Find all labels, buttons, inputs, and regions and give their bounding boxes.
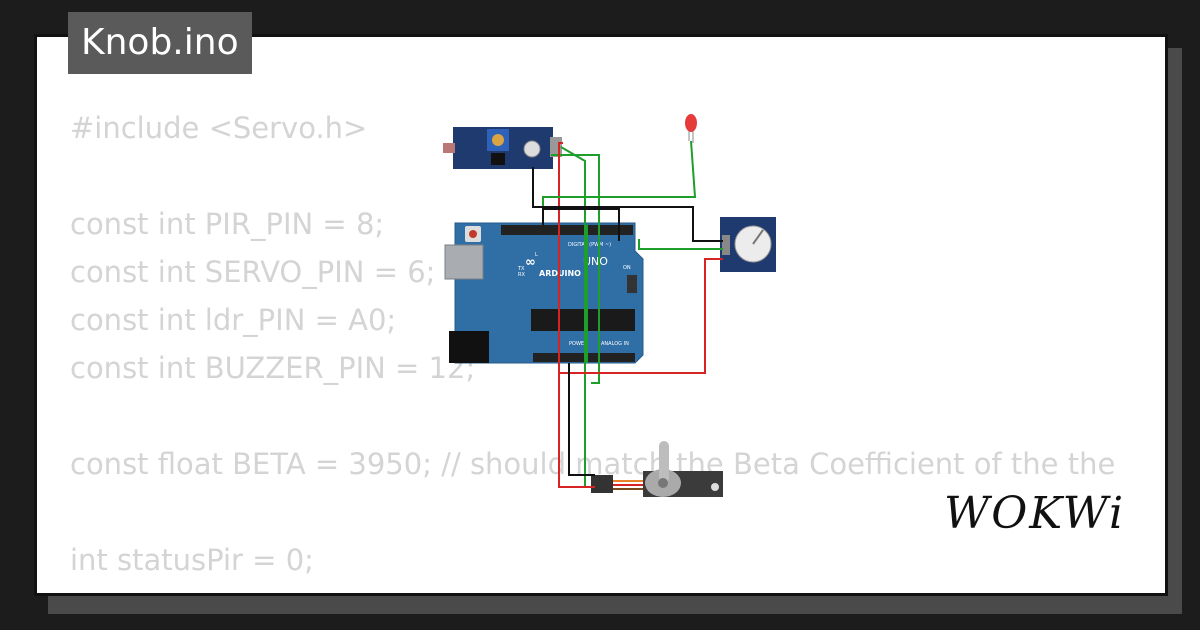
code-preview: #include <Servo.h> const int PIR_PIN = 8;… [70,104,1116,593]
usb-port [444,244,484,280]
board-model-label: UNO [583,255,608,268]
code-line-5: const int ldr_PIN = A0; [70,303,397,337]
servo-motor [591,441,723,497]
red-led [685,114,697,143]
arduino-uno-board: ∞ ARDUINO UNO DIGITAL (PWM ~) POWER ANAL… [444,222,644,364]
atmega-chip [531,309,635,331]
reset-button [469,230,477,238]
potentiometer-module [720,217,776,272]
on-label: ON [623,265,631,271]
power-jack [449,331,489,363]
circuit-diagram: ∞ ARDUINO UNO DIGITAL (PWM ~) POWER ANAL… [443,114,776,497]
wires [532,140,723,488]
code-line-8: const float BETA = 3950; // should match… [70,447,1116,481]
board-brand-label: ARDUINO [539,269,581,278]
rx-label: RX [518,272,525,278]
analog-label: ANALOG IN [601,341,629,347]
project-card[interactable]: #include <Servo.h> const int PIR_PIN = 8;… [34,34,1168,596]
l-label: L [535,252,538,258]
code-line-11: float lightvalue = 0.0; [70,584,1115,593]
code-line-4: const int SERVO_PIN = 6; [70,255,436,289]
file-title-tag: Knob.ino [68,12,252,74]
tx-label: TX [517,266,525,272]
arduino-logo-icon: ∞ [525,255,536,270]
code-line-3: const int PIR_PIN = 8; [70,207,385,241]
power-label: POWER [569,341,588,347]
digital-label: DIGITAL (PWM ~) [568,242,611,248]
code-line-10: int statusPir = 0; [70,543,314,577]
code-line-1: #include <Servo.h> [70,111,368,145]
ldr-sensor-module [443,127,562,169]
wokwi-logo: WOKWi [944,488,1126,539]
